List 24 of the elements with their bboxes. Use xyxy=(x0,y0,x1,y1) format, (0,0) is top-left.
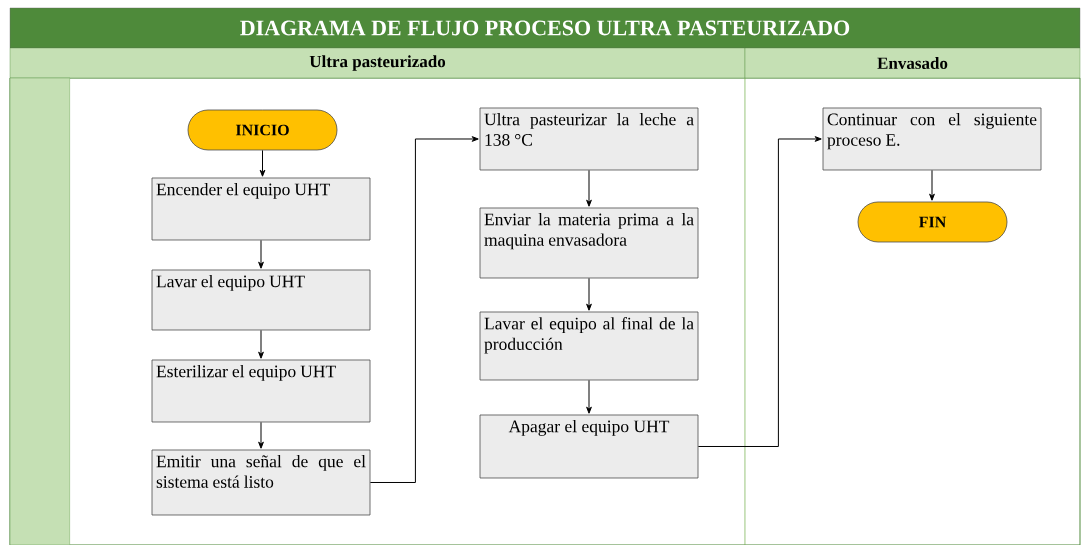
process-box: Lavar el equipo UHT xyxy=(151,269,371,331)
lane-column xyxy=(9,77,71,545)
arrow xyxy=(929,169,935,201)
arrow xyxy=(258,421,264,449)
process-box: Emitir una señal de que el sistema está listo xyxy=(151,449,371,516)
process-box: Continuar con el siguiente proceso E. xyxy=(822,107,1042,171)
arrow xyxy=(258,239,264,269)
arrow xyxy=(259,149,266,177)
lane-header: Envasado xyxy=(744,47,1081,79)
process-box: Ultra pasteurizar la leche a 138 °C xyxy=(479,107,699,171)
arrow xyxy=(586,277,592,311)
arrow xyxy=(369,136,479,483)
start-terminal: INICIO xyxy=(187,109,338,151)
process-box: Lavar el equipo al final de la producción xyxy=(479,311,699,381)
process-box: Enviar la materia prima a la maquina envasadora xyxy=(479,207,699,279)
end-terminal: FIN xyxy=(857,201,1008,243)
process-box: Encender el equipo UHT xyxy=(151,177,371,241)
process-box: Esterilizar el equipo UHT xyxy=(151,359,371,423)
arrow xyxy=(586,169,592,207)
arrow xyxy=(586,379,592,414)
process-box: Apagar el equipo UHT xyxy=(479,414,699,479)
title-band: DIAGRAMA DE FLUJO PROCESO ULTRA PASTEURIZADO xyxy=(9,7,1081,49)
arrow xyxy=(258,329,264,359)
arrow xyxy=(697,136,822,447)
